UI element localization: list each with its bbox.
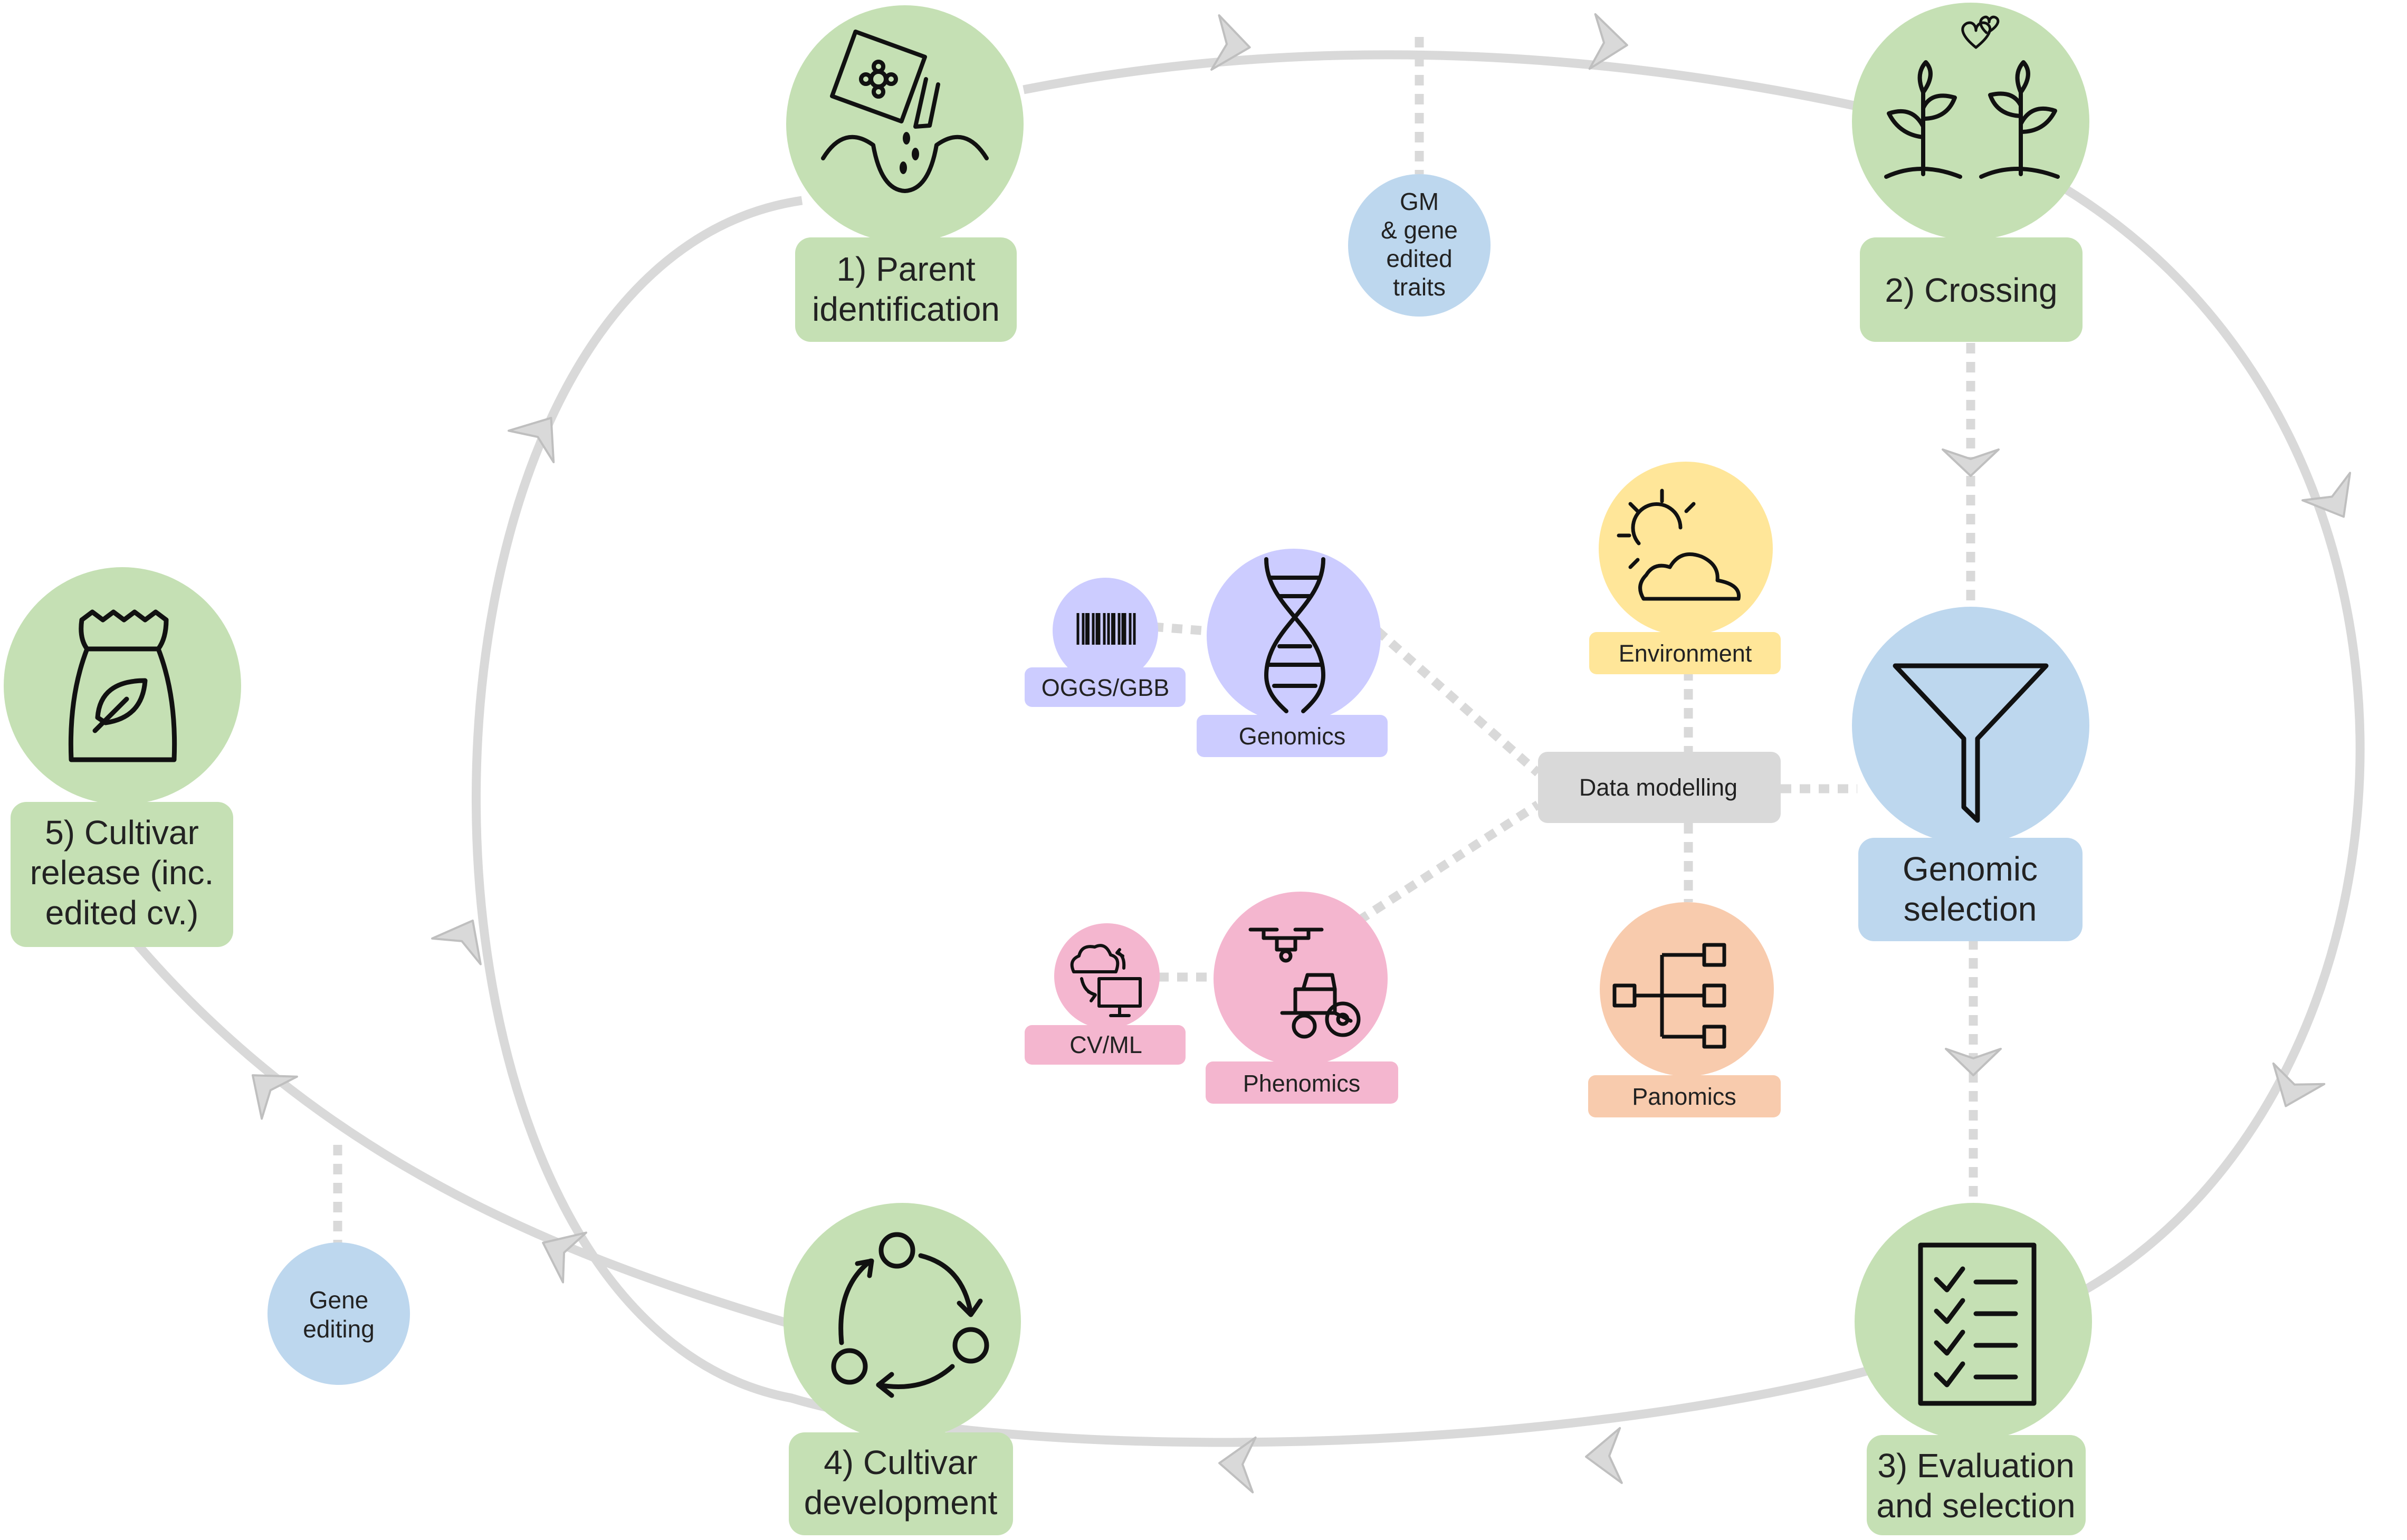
stage-parent-identification: 1) Parent identification <box>786 5 1024 342</box>
tool-phenomics: Phenomics <box>1206 892 1398 1104</box>
selection-chevrons <box>1942 448 2002 1076</box>
tool-data-modelling: Data modelling <box>1538 752 1781 823</box>
stage-title: development <box>804 1484 998 1522</box>
chevron-arrow-icon <box>1218 1436 1257 1494</box>
stage-genomic-selection: Genomic selection <box>1852 607 2089 941</box>
seed-dots <box>900 132 919 174</box>
checklist-icon <box>1918 1242 2037 1406</box>
stage-title: 1) Parent <box>836 250 975 288</box>
tool-label: CV/ML <box>1069 1031 1142 1058</box>
tool-label-box <box>1197 715 1388 757</box>
stage-label-box <box>11 802 233 947</box>
chevron-arrow-icon <box>1585 1427 1623 1484</box>
selection-title: Genomic <box>1903 850 2038 888</box>
seed-bag-icon <box>68 609 177 762</box>
stage-circle <box>786 5 1024 243</box>
stage-title: identification <box>812 290 1000 328</box>
tool-circle <box>1054 923 1160 1029</box>
chevron-arrow-icon <box>2301 472 2352 518</box>
stage-title: release (inc. <box>30 854 214 892</box>
tool-panomics: Panomics <box>1588 902 1781 1117</box>
stage-label-box <box>1860 237 2083 342</box>
connector-phenomics-to-modelling <box>1356 800 1541 925</box>
tool-label: Gene <box>309 1286 369 1314</box>
funnel-icon <box>1893 663 2049 823</box>
tool-circle <box>268 1242 410 1385</box>
stage-evaluation: 3) Evaluation and selection <box>1855 1203 2092 1535</box>
tool-label: Phenomics <box>1243 1070 1361 1097</box>
chevron-arrow-icon <box>542 1231 587 1284</box>
chevron-down-icon <box>1945 1048 2002 1076</box>
connector-genomics-to-modelling <box>1374 627 1541 777</box>
stage-crossing: 2) Crossing <box>1852 3 2089 342</box>
tool-genomics: Genomics <box>1197 549 1388 757</box>
plants-crossing-icon <box>1884 15 2060 179</box>
cycle-chevrons <box>251 13 2352 1494</box>
stage-label-box <box>1867 1435 2086 1535</box>
release-cycle <box>120 925 793 1329</box>
stage-title: 4) Cultivar <box>824 1443 978 1481</box>
dotted-connectors <box>333 37 1978 1245</box>
tool-label: editing <box>303 1315 375 1343</box>
tool-label-box <box>1588 1075 1781 1117</box>
stage-title: 3) Evaluation <box>1877 1447 2075 1485</box>
seed-packet-icon <box>821 29 989 193</box>
tool-label: & gene <box>1381 216 1458 244</box>
tool-label: Genomics <box>1239 723 1346 750</box>
barcode-icon <box>1076 613 1136 645</box>
stage-cultivar-release: 5) Cultivar release (inc. edited cv.) <box>4 567 241 947</box>
tool-label-box <box>1025 667 1186 707</box>
selection-label-box <box>1858 838 2083 941</box>
stage-title: 5) Cultivar <box>45 814 199 852</box>
sun-cloud-icon <box>1617 489 1741 601</box>
chevron-arrow-icon <box>431 919 482 965</box>
stage-label-box <box>789 1432 1013 1535</box>
tool-label: OGGS/GBB <box>1042 674 1170 701</box>
tool-cv-ml: CV/ML <box>1025 923 1186 1065</box>
stage-cultivar-development: 4) Cultivar development <box>784 1203 1021 1535</box>
stage-title: edited cv.) <box>45 894 199 932</box>
tool-gm-traits: GM & gene edited traits <box>1348 174 1491 317</box>
chevron-arrow-icon <box>1210 14 1251 71</box>
chevron-down-icon <box>1942 448 2000 477</box>
tool-circle <box>1214 892 1388 1066</box>
tool-label: Environment <box>1619 640 1752 667</box>
drone-tractor-icon <box>1248 927 1361 1039</box>
stage-title: and selection <box>1876 1487 2075 1525</box>
tool-label: traits <box>1393 273 1446 301</box>
tool-label: Data modelling <box>1579 774 1737 801</box>
connector-oggs-to-genomics <box>1152 622 1209 636</box>
selection-title: selection <box>1904 890 2037 928</box>
cycle-arrows-icon <box>831 1232 989 1398</box>
tool-circle <box>1599 462 1773 636</box>
stage-circle <box>784 1203 1021 1440</box>
tool-circle <box>1348 174 1491 317</box>
cloud-computer-icon <box>1070 944 1142 1017</box>
chevron-arrow-icon <box>251 1074 298 1120</box>
tool-gene-editing: Gene editing <box>268 1242 410 1385</box>
tool-label-box <box>1025 1025 1186 1065</box>
tool-label-box <box>1538 752 1781 823</box>
chevron-arrow-icon <box>508 417 555 464</box>
chevron-arrow-icon <box>1588 13 1628 70</box>
chevron-arrow-icon <box>2272 1062 2326 1107</box>
tool-label-box <box>1206 1061 1398 1104</box>
tool-environment: Environment <box>1589 462 1781 674</box>
stage-title: 2) Crossing <box>1885 271 2057 309</box>
tool-oggs-gbb: OGGS/GBB <box>1025 578 1186 707</box>
tool-circle <box>1207 549 1381 723</box>
selection-circle <box>1852 607 2089 844</box>
dna-icon <box>1264 557 1326 713</box>
tool-circle <box>1600 902 1774 1076</box>
stage-label-box <box>795 237 1017 342</box>
tool-label: Panomics <box>1632 1083 1736 1110</box>
tool-label: edited <box>1386 245 1452 272</box>
tool-label-box <box>1589 632 1781 674</box>
stage-circle <box>1852 3 2089 240</box>
tool-label: GM <box>1400 188 1439 215</box>
tree-graph-icon <box>1612 943 1726 1049</box>
